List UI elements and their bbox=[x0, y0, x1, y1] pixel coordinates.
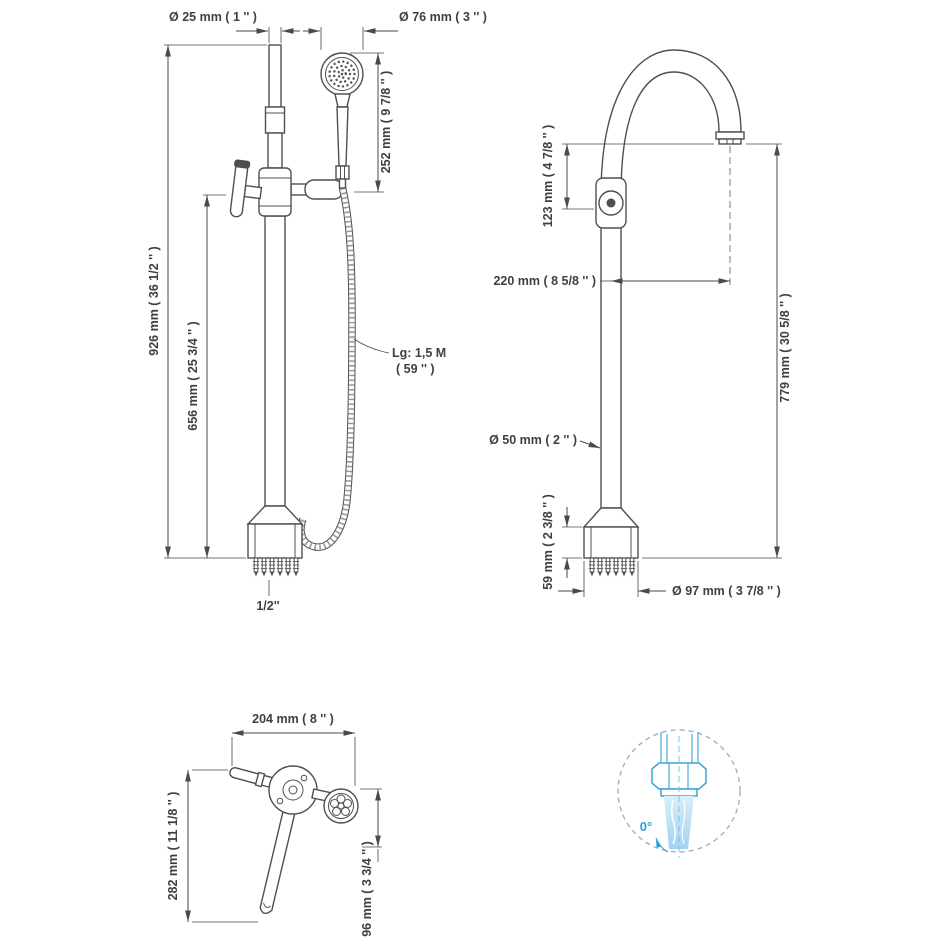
detail-view-figure: 0° bbox=[617, 729, 741, 858]
shower-hose bbox=[297, 187, 356, 551]
dim-dia-handshower: Ø 76 mm ( 3 '' ) bbox=[399, 10, 487, 24]
dim-dia-base: Ø 97 mm ( 3 7/8 '' ) bbox=[672, 584, 781, 598]
side-floor-base bbox=[582, 507, 640, 577]
detail-bubble-circle bbox=[617, 729, 741, 853]
dim-top-width: 204 mm ( 8 '' ) bbox=[252, 712, 334, 726]
handshower bbox=[320, 52, 364, 189]
front-riser-column bbox=[264, 44, 286, 507]
dim-top-depth: 282 mm ( 11 1/8 '' ) bbox=[166, 792, 180, 901]
side-view-figure: 123 mm ( 4 7/8 '' ) 220 mm ( 8 5/8 '' ) … bbox=[489, 49, 792, 598]
dim-spout-height: 779 mm ( 30 5/8 '' ) bbox=[778, 293, 792, 402]
dim-connection-size: 1/2'' bbox=[256, 599, 279, 613]
top-spout-tube bbox=[259, 809, 296, 915]
dim-dia-column: Ø 50 mm ( 2 '' ) bbox=[489, 433, 577, 447]
front-valve-body bbox=[258, 167, 292, 217]
dim-spout-reach: 220 mm ( 8 5/8 '' ) bbox=[493, 274, 596, 288]
top-handshower bbox=[311, 788, 359, 824]
dim-dia-pipe: Ø 25 mm ( 1 '' ) bbox=[169, 10, 257, 24]
side-dimensions: 123 mm ( 4 7/8 '' ) 220 mm ( 8 5/8 '' ) … bbox=[489, 125, 792, 598]
handshower-holder bbox=[290, 179, 344, 200]
detail-angle-arc bbox=[655, 837, 669, 853]
dim-hose-length-1: Lg: 1,5 M bbox=[392, 346, 446, 360]
dim-hose-length-2: ( 59 '' ) bbox=[396, 362, 435, 376]
dim-handshower-height: 252 mm ( 9 7/8 '' ) bbox=[379, 71, 393, 174]
front-floor-base bbox=[246, 505, 304, 577]
dim-base-height: 59 mm ( 2 3/8 '' ) bbox=[541, 494, 555, 590]
top-view-figure: 204 mm ( 8 '' ) 282 mm ( 11 1/8 '' ) 96 … bbox=[166, 712, 382, 937]
top-dimensions: 204 mm ( 8 '' ) 282 mm ( 11 1/8 '' ) 96 … bbox=[166, 712, 382, 937]
front-dimensions: Ø 25 mm ( 1 '' ) Ø 76 mm ( 3 '' ) 252 mm… bbox=[147, 10, 487, 613]
dim-total-height: 926 mm ( 36 1/2 '' ) bbox=[147, 246, 161, 355]
detail-angle-label: 0° bbox=[640, 819, 652, 834]
dim-valve-height: 656 mm ( 25 3/4 '' ) bbox=[186, 321, 200, 430]
front-lever-handle bbox=[229, 159, 263, 218]
front-view-figure: Ø 25 mm ( 1 '' ) Ø 76 mm ( 3 '' ) 252 mm… bbox=[147, 10, 487, 613]
detail-water-stream bbox=[664, 796, 694, 849]
side-column-and-spout bbox=[600, 49, 745, 509]
top-wall-flange bbox=[268, 765, 318, 815]
dim-spout-drop: 123 mm ( 4 7/8 '' ) bbox=[541, 125, 555, 228]
dim-handshower-depth: 96 mm ( 3 3/4 '' ) bbox=[360, 841, 374, 937]
side-valve-body bbox=[595, 177, 627, 229]
